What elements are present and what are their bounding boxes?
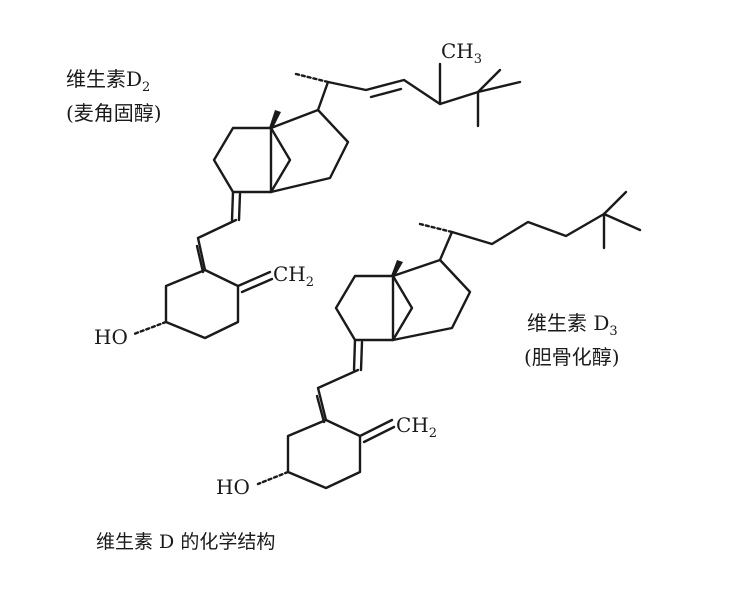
d3-triene-linker — [316, 368, 360, 422]
vitamin-d3-structure: CH2 HO 维生素 D3 (胆骨化醇) — [216, 190, 642, 499]
figure-caption: 维生素 D 的化学结构 — [96, 531, 275, 553]
d3-hydroxyl-bond — [256, 470, 290, 486]
d2-triene-double — [195, 244, 205, 274]
d2-side-methyl — [294, 72, 330, 84]
d2-hydroxyl-bond — [132, 320, 168, 336]
d3-ring-d — [391, 258, 472, 342]
d3-isopropyl-up — [602, 190, 628, 216]
d2-methylene-label: CH2 — [273, 262, 314, 290]
d2-trivial-name: (麦角固醇) — [66, 101, 162, 125]
d2-methylene-double — [240, 277, 274, 294]
d3-trivial-name: (胆骨化醇) — [524, 345, 620, 369]
d2-compound-name: 维生素D2 — [66, 67, 150, 95]
d2-ring-c — [212, 126, 292, 194]
d3-side-chain — [438, 212, 642, 262]
d3-hydroxyl-label: HO — [216, 475, 250, 499]
d3-triene-double — [315, 394, 326, 424]
vitamin-d2-structure: CH3 CH2 HO 维生素D2 (麦角固醇) — [66, 39, 522, 349]
d2-angular-methyl-wedge — [269, 110, 281, 128]
d2-ring-exocyclic — [230, 190, 235, 222]
d2-triene-linker — [196, 218, 238, 272]
d2-hydroxyl-label: HO — [94, 325, 128, 349]
d2-methyl-label: CH3 — [441, 39, 482, 67]
d2-ring-d — [269, 108, 350, 194]
d3-side-methyl — [418, 222, 454, 234]
d2-isopropyl-up — [476, 68, 502, 94]
d3-angular-methyl-wedge — [391, 260, 403, 276]
d2-methylene-bond — [236, 270, 272, 288]
d3-methylene-double — [362, 425, 396, 444]
d2-ring-exocyclic-double — [237, 192, 242, 222]
d2-side-double-bond — [369, 87, 403, 99]
d2-ring-a — [164, 268, 240, 340]
d3-ring-exocyclic-double — [359, 340, 364, 372]
d3-ring-c — [334, 274, 414, 342]
d3-ring-a — [286, 418, 362, 490]
d2-side-chain — [316, 78, 522, 112]
d3-methylene-label: CH2 — [396, 413, 437, 441]
d3-compound-name: 维生素 D3 — [527, 311, 618, 339]
d3-ring-exocyclic — [352, 338, 357, 372]
d3-methylene-bond — [358, 418, 394, 438]
